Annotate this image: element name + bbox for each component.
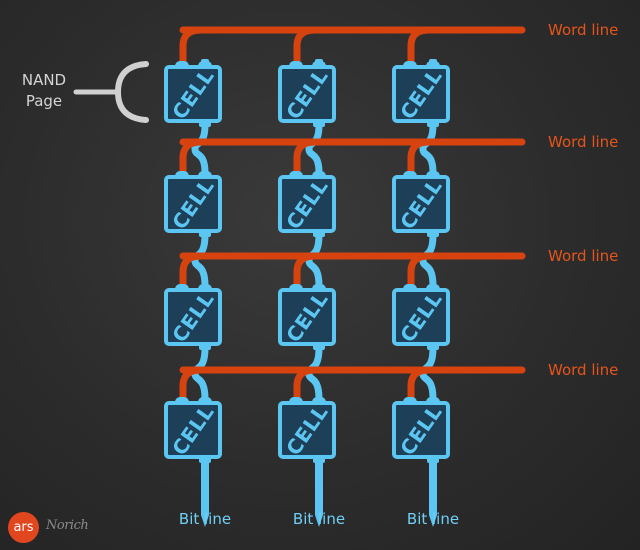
cell-r3-c3: CELL [392, 284, 450, 350]
cell-source-terminal [199, 119, 211, 127]
cell-body [392, 175, 450, 233]
cell-body [164, 175, 222, 233]
bit-line-label-3: Bit line [407, 510, 459, 528]
cell-source-terminal [199, 455, 211, 463]
cell-r4-c3: CELL [392, 397, 450, 463]
word-line-label-3: Word line [548, 247, 618, 265]
cell-source-terminal [313, 455, 325, 463]
cell-r4-c1: CELL [164, 397, 222, 463]
word-line-label-2: Word line [548, 133, 618, 151]
word-line-drop [407, 252, 433, 292]
cells-layer: CELL CELL CELL CELL CELL CELL CELL CELL CELL CELL… [164, 61, 450, 463]
page-label: Page [26, 92, 62, 110]
cell-source-terminal [313, 342, 325, 350]
cell-source-terminal [199, 229, 211, 237]
bit-line-label-1: Bit line [179, 510, 231, 528]
cell-body [392, 65, 450, 123]
cell-source-terminal [427, 119, 439, 127]
bit-line-label-2: Bit line [293, 510, 345, 528]
cell-body [164, 65, 222, 123]
cell-source-terminal [313, 229, 325, 237]
word-line-drop [407, 26, 433, 69]
word-line-drop [179, 366, 205, 405]
cell-body [278, 288, 336, 346]
cell-r2-c2: CELL [278, 171, 336, 237]
word-line-drop [293, 26, 319, 69]
cell-r2-c1: CELL [164, 171, 222, 237]
word-line-2 [179, 138, 526, 179]
ars-badge: ars [8, 512, 39, 543]
word-line-drop [293, 138, 319, 179]
bit-line-tail-2 [315, 457, 323, 527]
cell-r3-c2: CELL [278, 284, 336, 350]
cell-source-terminal [199, 342, 211, 350]
ars-logo: ars Norich [8, 512, 118, 544]
word-lines-layer [179, 26, 526, 405]
word-line-drop [407, 138, 433, 179]
word-line-label-4: Word line [548, 361, 618, 379]
word-line-3 [179, 252, 526, 292]
cell-body [164, 401, 222, 459]
word-line-drop [179, 252, 205, 292]
cell-source-terminal [427, 342, 439, 350]
cell-r1-c1: CELL [164, 61, 222, 127]
cell-body [392, 401, 450, 459]
bit-line-tail-3 [429, 457, 437, 527]
cell-r1-c3: CELL [392, 61, 450, 127]
cell-r2-c3: CELL [392, 171, 450, 237]
artist-signature: Norich [46, 518, 89, 533]
nand-label: NAND [22, 71, 66, 89]
word-line-label-1: Word line [548, 21, 618, 39]
cell-r1-c2: CELL [278, 61, 336, 127]
word-line-drop [293, 366, 319, 405]
cell-body [278, 175, 336, 233]
word-line-drop [179, 138, 205, 179]
word-line-drop [407, 366, 433, 405]
word-line-4 [179, 366, 526, 405]
cell-source-terminal [427, 455, 439, 463]
bit-line-tail-1 [201, 457, 209, 527]
cell-source-terminal [427, 229, 439, 237]
bracket-arc [114, 61, 149, 123]
cell-body [278, 401, 336, 459]
word-line-1 [179, 26, 526, 69]
cell-r3-c1: CELL [164, 284, 222, 350]
cell-r4-c2: CELL [278, 397, 336, 463]
cell-body [164, 288, 222, 346]
cell-body [392, 288, 450, 346]
word-line-drop [179, 26, 205, 69]
cell-body [278, 65, 336, 123]
word-line-drop [293, 252, 319, 292]
cell-source-terminal [313, 119, 325, 127]
nand-page-bracket [73, 61, 149, 123]
